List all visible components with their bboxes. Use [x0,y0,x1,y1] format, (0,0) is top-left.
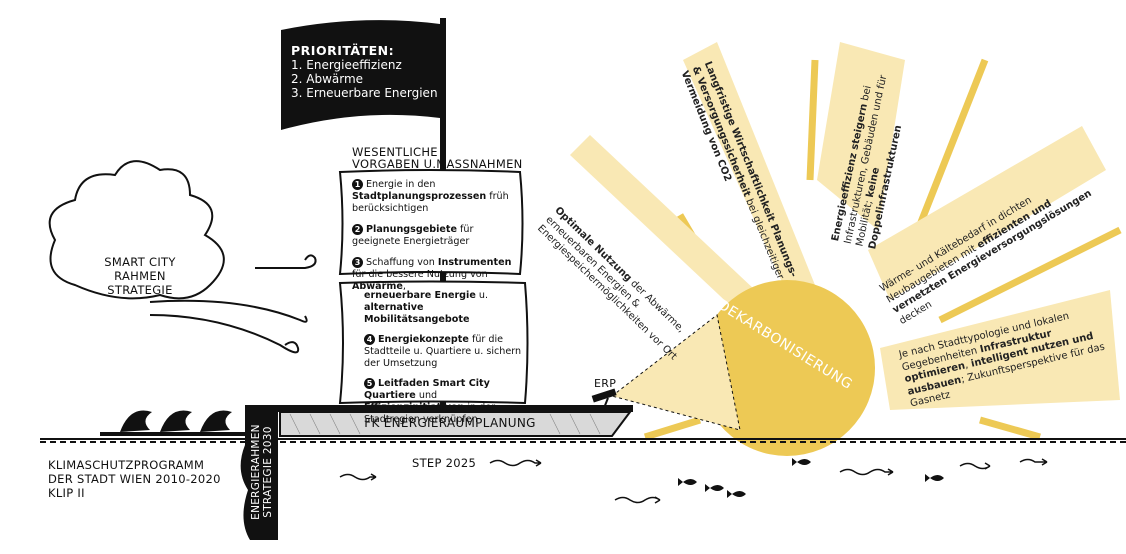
text-bold: alternative Mobilitätsangebote [364,302,470,325]
hull-label: FK ENERGIERAUMPLANUNG [364,416,536,430]
number-badge: 3 [352,257,363,268]
keel-line1: ENERGIERAHMEN [250,424,262,520]
number-badge: 4 [364,334,375,345]
text-bold: Instrumenten [437,257,512,268]
erp-label: ERP [594,377,617,390]
waves-icon [100,410,245,436]
flag-title: PRIORITÄTEN: [291,43,395,58]
sail-bottom [338,280,529,405]
sun [699,280,875,456]
text-bold: erneuerbare Energie [364,290,476,301]
keel [240,405,278,540]
klip-text: KLIMASCHUTZPROGRAMM DER STADT WIEN 2010-… [48,458,221,500]
text: Schaffung von [366,257,438,268]
cloud-icon [48,160,225,300]
ray-panel-4 [868,126,1106,300]
klip-line2: DER STADT WIEN 2010-2020 [48,472,221,486]
sun-ray-panels [570,42,1120,410]
text: und [415,390,438,401]
mast-label-line2: VORGABEN U.MASSNAHMEN [352,157,523,171]
keel-line2: STRATEGIE 2030 [262,426,274,518]
klip-line3: KLIP II [48,486,85,500]
number-badge: 1 [352,179,363,190]
cloud-line2: STRATEGIE [107,283,173,297]
text: Energie in den [366,179,436,190]
text-bold: Effizienzinitiativen [364,402,465,413]
mast-label-line1: WESENTLICHE [352,145,438,159]
sail-top [338,169,524,276]
sail-bottom-text: erneuerbare Energie u. alternative Mobil… [364,290,524,426]
flag-text: PRIORITÄTEN: 1. Energieeffizienz 2. Abwä… [291,43,438,101]
text: , [402,281,406,292]
cloud-text: SMART CITY RAHMEN STRATEGIE [80,255,200,297]
wind-icon [149,254,317,354]
text-bold: Stadtplanungsprozessen [352,191,487,202]
flag-item-1: 1. Energieeffizienz [291,58,402,72]
flag-item-2: 2. Abwärme [291,72,364,86]
keel-label: ENERGIERAHMEN STRATEGIE 2030 [250,407,274,537]
text: in der Stadtregion verknüpfen [364,402,496,425]
telescope-beam [610,314,741,431]
number-badge: 5 [364,378,375,389]
ray-panel-1 [570,135,755,310]
current-arrows [339,458,1048,504]
cloud-line1: SMART CITY RAHMEN [104,255,176,283]
ray-panel-5 [880,290,1120,410]
text-bold: Energiekonzepte [378,334,469,345]
text: für geeignete Energieträger [352,224,474,247]
text-bold: Leitfaden Smart City Quartiere [364,378,490,401]
flag [281,20,440,130]
text: für die Stadtteile u. Quartiere u. siche… [364,334,522,369]
number-badge: 2 [352,224,363,235]
mast-label: WESENTLICHE VORGABEN U.MASSNAHMEN [352,146,523,170]
ray-panel-2 [683,42,815,300]
text: u. [475,290,489,301]
fish-icons [678,458,944,498]
text: für die bessere Nutzung von [352,269,488,280]
text: früh berücksichtigen [352,191,509,214]
text-bold: Abwärme [352,281,403,292]
telescope-icon [591,388,617,409]
text-bold: Planungsgebiete [366,224,457,235]
sail-intro: erneuerbare Energie u. alternative Mobil… [364,290,524,326]
flag-item-3: 3. Erneuerbare Energien [291,86,438,100]
klip-line1: KLIMASCHUTZPROGRAMM [48,458,205,472]
ray-panel-3 [817,42,905,230]
step-label: STEP 2025 [412,456,477,470]
